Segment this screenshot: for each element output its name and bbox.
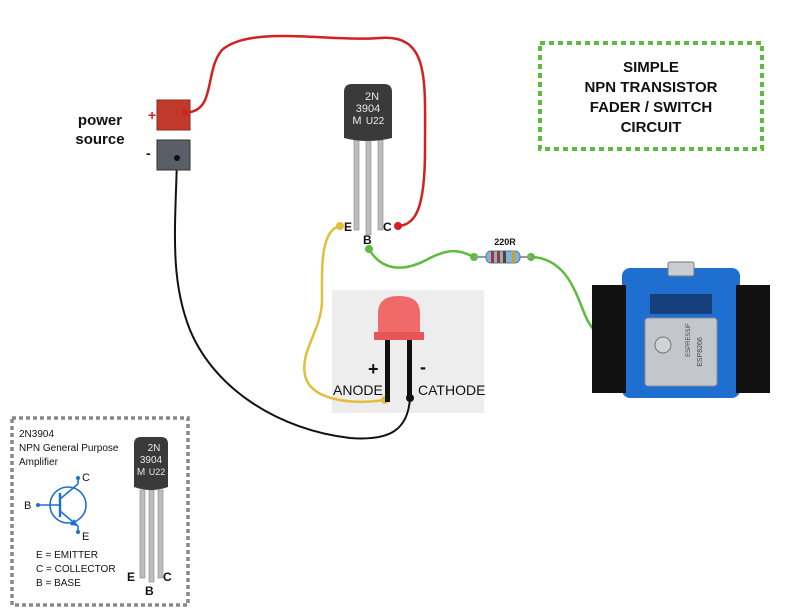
legend-pin-label-e: E: [127, 570, 135, 584]
legend-key-e: E = EMITTER: [36, 550, 98, 561]
transistor-pin-e: [353, 139, 360, 231]
transistor-label-e: E: [344, 220, 352, 234]
power-terminal-positive: [156, 99, 191, 131]
resistor-band-4: [512, 251, 515, 263]
legend-transistor-marking-2: 3904: [140, 455, 163, 466]
legend-transistor-pin-b: [148, 489, 155, 583]
npn-symbol-label-c: C: [82, 472, 90, 484]
power-source: power source + -: [75, 99, 191, 171]
resistor-label: 220R: [494, 237, 516, 247]
led-anode-label: ANODE: [333, 382, 383, 398]
title-line-4: CIRCUIT: [621, 119, 682, 136]
board-chip-brand: ESPRESSIF: [686, 323, 692, 357]
led: + - ANODE CATHODE: [333, 296, 485, 402]
power-minus-sign: -: [146, 145, 151, 161]
transistor-marking-1: 2N: [365, 91, 379, 103]
power-source-label-2: source: [75, 131, 124, 148]
transistor-marking-2: 3904: [356, 103, 380, 115]
title-border: [538, 41, 764, 151]
npn-symbol-label-b: B: [24, 500, 31, 512]
legend-transistor-marking-1: 2N: [148, 443, 161, 454]
wire-yellow-emitter: [303, 224, 386, 403]
legend-transistor: 2N 3904 M U22 E B C: [127, 437, 172, 598]
title-box: SIMPLE NPN TRANSISTOR FADER / SWITCH CIR…: [538, 41, 764, 151]
legend-pin-label-b: B: [145, 584, 154, 598]
transistor-label-b: B: [363, 233, 372, 247]
power-neg-dot: [174, 155, 180, 161]
legend-part: 2N3904: [19, 429, 54, 440]
esp8266-board: ESPRESSIF ESP8266: [592, 261, 770, 398]
resistor-220r: 220R: [474, 237, 531, 264]
board-chip-logo: [654, 336, 672, 354]
power-source-label-1: power: [78, 112, 122, 129]
title-line-2: NPN TRANSISTOR: [584, 79, 717, 96]
npn-symbol-dot-c: [76, 476, 80, 480]
legend-key-b: B = BASE: [36, 578, 81, 589]
transistor-2n3904: 2N 3904 M U22 E B C: [344, 84, 392, 247]
legend-transistor-pin-e: [139, 489, 146, 579]
board-chip-model: ESP8266: [697, 337, 704, 367]
led-lead-cathode: [407, 340, 412, 398]
resistor-band-1: [491, 251, 494, 263]
npn-symbol: C B E: [24, 472, 90, 543]
transistor-pin-b: [365, 139, 372, 236]
legend-transistor-marking-4: U22: [149, 467, 166, 477]
npn-symbol-label-e: E: [82, 531, 89, 543]
led-body: [378, 296, 420, 335]
wire-red-collector: [189, 34, 427, 228]
legend-transistor-marking-3: M: [137, 467, 145, 478]
dot-emitter: [336, 222, 344, 230]
legend-border: [10, 416, 190, 607]
board-antenna: [650, 294, 712, 314]
transistor-body: [344, 84, 392, 141]
legend-transistor-pin-c: [157, 489, 164, 579]
transistor-marking-3: M: [352, 115, 361, 127]
board-header-right: [736, 285, 770, 393]
led-minus-sign: -: [420, 357, 426, 377]
led-lead-anode: [385, 340, 390, 402]
board-header-left: [592, 285, 626, 393]
dot-collector: [394, 222, 402, 230]
power-terminal-negative: [156, 139, 191, 171]
power-plus-sign: +: [148, 107, 156, 123]
power-pos-dot: [182, 109, 188, 115]
led-cathode-label: CATHODE: [418, 382, 485, 398]
npn-symbol-dot-b: [36, 503, 40, 507]
dot-base: [365, 245, 373, 253]
title-line-3: FADER / SWITCH: [590, 99, 713, 116]
led-plus-sign: +: [368, 359, 379, 379]
transistor-label-c: C: [383, 220, 392, 234]
title-line-1: SIMPLE: [623, 59, 679, 76]
wire-green-base: [367, 248, 475, 269]
transistor-pin-c: [377, 139, 384, 231]
npn-symbol-collector-line: [59, 483, 79, 500]
legend-desc-2: Amplifier: [19, 457, 59, 468]
npn-symbol-dot-e: [76, 530, 80, 534]
resistor-band-3: [503, 251, 506, 263]
resistor-band-2: [497, 251, 500, 263]
wire-black-ground: [173, 159, 411, 440]
legend-desc-1: NPN General Purpose: [19, 443, 119, 454]
legend-pin-label-c: C: [163, 570, 172, 584]
npn-symbol-emitter-arrow: [70, 519, 78, 526]
legend-box: 2N3904 NPN General Purpose Amplifier C B…: [10, 416, 190, 607]
board-chip-shield: [644, 317, 718, 387]
led-rim: [374, 332, 424, 340]
legend-transistor-body: [134, 437, 168, 490]
board-usb-port: [667, 261, 695, 277]
transistor-marking-4: U22: [366, 116, 385, 127]
legend-key-c: C = COLLECTOR: [36, 564, 116, 575]
